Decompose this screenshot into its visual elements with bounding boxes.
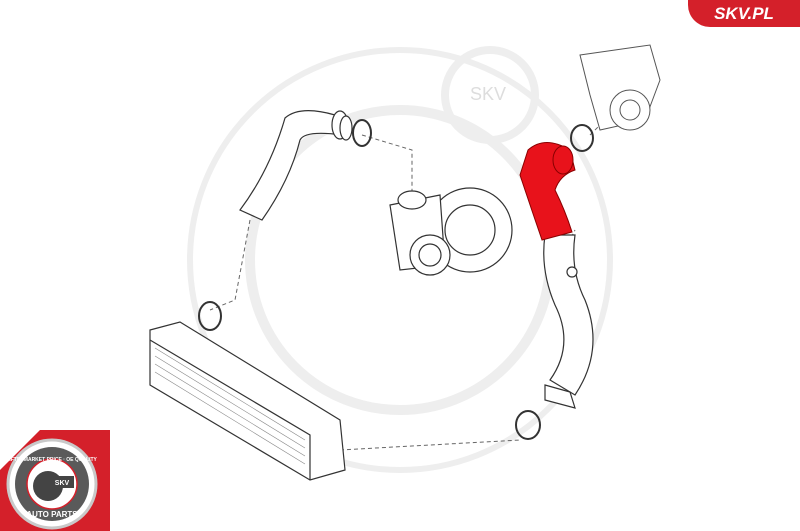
charge-air-hose-highlighted [519,142,576,241]
skv-auto-parts-badge: SKV AFTERMARKET PRICE · OE QUALITY AUTO … [0,430,110,531]
gasket [352,119,372,147]
site-brand-label[interactable]: SKV.PL [688,0,800,27]
badge-top-text: AFTERMARKET PRICE · OE QUALITY [7,457,97,463]
intake-hose [239,110,353,221]
watermark-text: SKV [470,84,506,104]
gasket [198,301,222,331]
gasket [515,410,541,440]
engine-manifold [579,44,661,131]
badge-bottom-text: AUTO PARTS [26,510,78,519]
intercooler [149,321,346,481]
charge-air-pipe [543,234,594,409]
gasket [570,124,594,152]
badge-center-text: SKV [55,480,70,487]
turbocharger [389,187,513,276]
